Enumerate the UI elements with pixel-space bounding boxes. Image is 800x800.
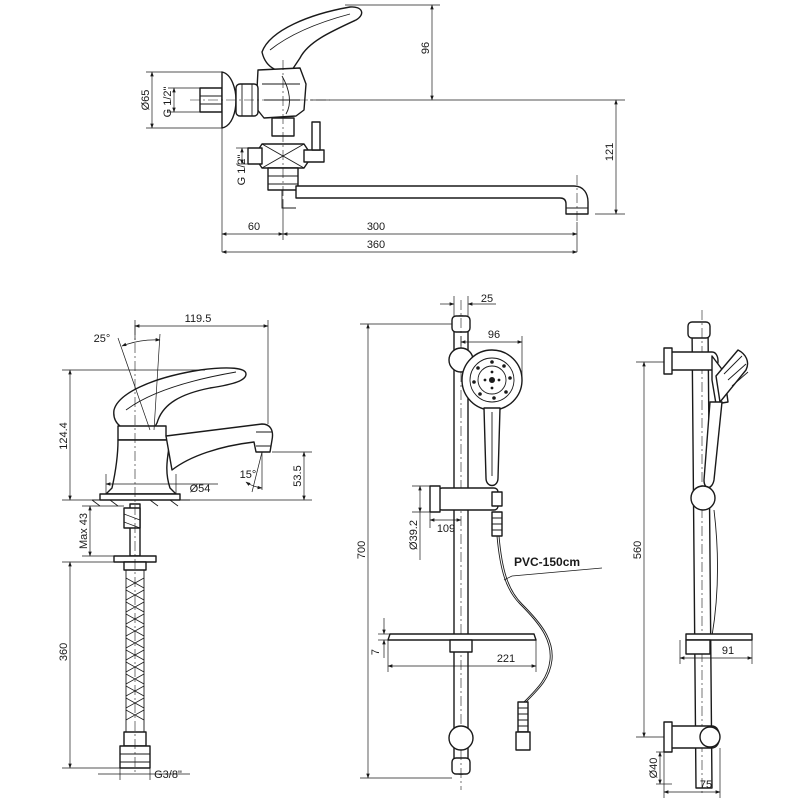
- wall-mixer-body: [255, 67, 307, 119]
- dim-wall-outlet-height: 121: [604, 143, 616, 161]
- dim-basin-aerator-height: 53.5: [292, 465, 304, 486]
- dim-shower-rail-width: 25: [481, 293, 493, 305]
- shower-side-shelf: [685, 633, 753, 641]
- dim-shower-shelf-width: 221: [497, 653, 515, 665]
- dim-wall-offset: 60: [248, 221, 260, 233]
- shower-hose-label: PVC-150cm: [514, 555, 580, 569]
- shower-hose: [496, 535, 551, 703]
- shower-side-slider: [690, 485, 716, 511]
- dim-basin-hose-length: 360: [58, 643, 70, 661]
- dim-basin-height: 124.4: [58, 422, 70, 450]
- shower-side-head: [715, 349, 749, 403]
- dim-wall-flange-dia: Ø65: [140, 90, 152, 111]
- basin-mixer-body: [117, 425, 171, 441]
- shower-shelf: [387, 633, 537, 641]
- dim-basin-hose-thread: G3/8": [154, 769, 182, 781]
- dim-basin-base-dia: Ø54: [190, 483, 211, 495]
- shower-side-upper-bracket: [669, 351, 719, 371]
- dim-wall-lever-height: 96: [420, 42, 432, 54]
- wall-mixer-spout: [295, 185, 589, 215]
- dim-shower-side-bracket-depth: 75: [700, 779, 712, 791]
- shower-set-front-drawing: 25 96 700 Ø39.2 109 PVC-150cm 7: [356, 293, 603, 790]
- dim-basin-max-thickness: Max 43: [78, 513, 90, 549]
- dim-shower-side-bracket-dia: Ø40: [648, 758, 660, 779]
- dim-shower-rail-length: 700: [356, 541, 368, 559]
- wall-mixer-lever: [261, 6, 363, 73]
- dim-basin-width: 119.5: [185, 313, 212, 325]
- shower-lower-bracket: [448, 725, 474, 751]
- dim-shower-head-dia: 96: [488, 329, 500, 341]
- basin-mixer-lever: [113, 367, 247, 433]
- dim-shower-holder-depth: 109: [437, 523, 455, 535]
- dim-wall-total: 360: [367, 239, 385, 251]
- dim-basin-lever-angle: 25°: [94, 333, 111, 345]
- wall-mixer-drawing: 96 121 Ø65 G 1/2" G 1/2" 60 300 360: [140, 4, 625, 254]
- shower-head-nozzles: [472, 360, 512, 400]
- shower-set-side-drawing: 560 91 Ø40 75: [632, 310, 753, 798]
- dim-shower-side-bracket-spacing: 560: [632, 541, 644, 559]
- dim-shower-holder-dia: Ø39.2: [408, 520, 420, 550]
- shower-slider-holder: [437, 487, 499, 511]
- dim-basin-aerator-angle: 15°: [240, 469, 257, 481]
- dim-wall-thread-side: G 1/2": [236, 155, 248, 186]
- dim-shower-side-shelf-depth: 91: [722, 645, 734, 657]
- dim-wall-thread-top: G 1/2": [162, 87, 174, 118]
- dim-wall-spout: 300: [367, 221, 385, 233]
- basin-mixer-spout: [165, 423, 274, 471]
- basin-mixer-drawing: 119.5 25° 124.4 15° 53.5 Ø54 Max 43: [58, 313, 312, 781]
- dim-shower-shelf-thickness: 7: [370, 649, 382, 655]
